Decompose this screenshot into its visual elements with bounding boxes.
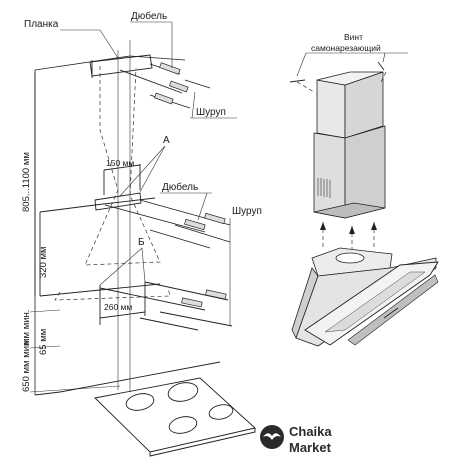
upper-chimney-left — [316, 79, 346, 139]
dim65-tick-bottom — [29, 345, 61, 349]
hood-bottom-dashed — [54, 287, 171, 301]
logo-line2: Market — [289, 440, 332, 455]
cooktop-front-edge — [149, 428, 256, 457]
screw-left — [289, 79, 306, 83]
dim65-tick-top — [29, 309, 61, 313]
middle-mount-line — [39, 197, 156, 213]
a-leader-1 — [119, 145, 166, 197]
top-bracket — [89, 54, 153, 77]
dim-650-min-label: 650 мм мин. — [21, 338, 32, 392]
dim260-line — [99, 311, 146, 319]
hood-glass-edge — [347, 274, 439, 346]
screw-label-line2: самонарезающий — [311, 43, 381, 53]
gull-icon — [263, 433, 281, 440]
a-marker: А — [163, 135, 170, 146]
arrow-up-3 — [371, 222, 377, 230]
screw-right — [377, 61, 385, 71]
dim-65-label: 65 мм — [38, 329, 49, 355]
counter-back-edge — [34, 361, 221, 396]
burner-4 — [208, 404, 234, 420]
screw-dash-left — [296, 81, 315, 93]
planka-label: Планка — [24, 19, 59, 30]
dim-150-label: 150 мм — [106, 158, 134, 168]
dim150-line — [103, 164, 141, 171]
chimney-bottom — [313, 202, 386, 219]
shurup-mid-label: Шуруп — [232, 206, 262, 217]
dubel-top-label: Дюбель — [131, 10, 167, 22]
hood-exhaust-outlet — [335, 252, 365, 264]
dubel-mid-label: Дюбель — [162, 181, 198, 193]
burner-2 — [167, 382, 199, 402]
burner-1 — [125, 393, 155, 411]
dim-65-min-label: мм мин. — [21, 310, 32, 345]
lower-fasteners — [99, 281, 233, 331]
screw-label-line1: Винт — [344, 32, 363, 42]
hood-glass-reflection — [324, 271, 426, 333]
screw-leader-left — [296, 52, 307, 77]
wall-mounting-drawing: 150 мм А Б 260 мм — [29, 21, 256, 457]
dim-260-label: 260 мм — [104, 302, 132, 312]
upper-chimney-top — [316, 71, 384, 86]
b-marker: Б — [138, 237, 145, 248]
shurup-top-leader — [191, 91, 196, 119]
hood-assembly-drawing: Винт самонарезающий — [289, 32, 439, 347]
lower-chimney-left — [313, 132, 346, 219]
b-leader-2 — [141, 247, 146, 283]
middle-fasteners — [104, 199, 231, 249]
chaika-market-logo: Chaika Market — [260, 424, 332, 455]
planka-leader — [99, 29, 119, 59]
screw-leader-right — [382, 52, 386, 63]
cooktop — [34, 361, 256, 457]
dim-320-label: 320 мм — [38, 246, 49, 278]
middle-bracket — [94, 192, 142, 211]
chimney-vent-slots — [317, 178, 331, 198]
arrow-up-1 — [320, 222, 326, 230]
hood-control-strip — [383, 307, 399, 319]
shurup-top-label: Шуруп — [196, 107, 226, 118]
dim-805-1100-label: 805...1100 мм — [21, 152, 32, 212]
logo-line1: Chaika — [289, 424, 332, 439]
a-leader-2 — [139, 145, 166, 193]
b-leader-1 — [99, 247, 143, 286]
arrow-up-2 — [349, 226, 355, 234]
top-fasteners — [119, 62, 211, 109]
dubel-mid-leader — [197, 192, 208, 221]
burner-3 — [168, 416, 198, 434]
screw-dash-right — [379, 71, 387, 85]
